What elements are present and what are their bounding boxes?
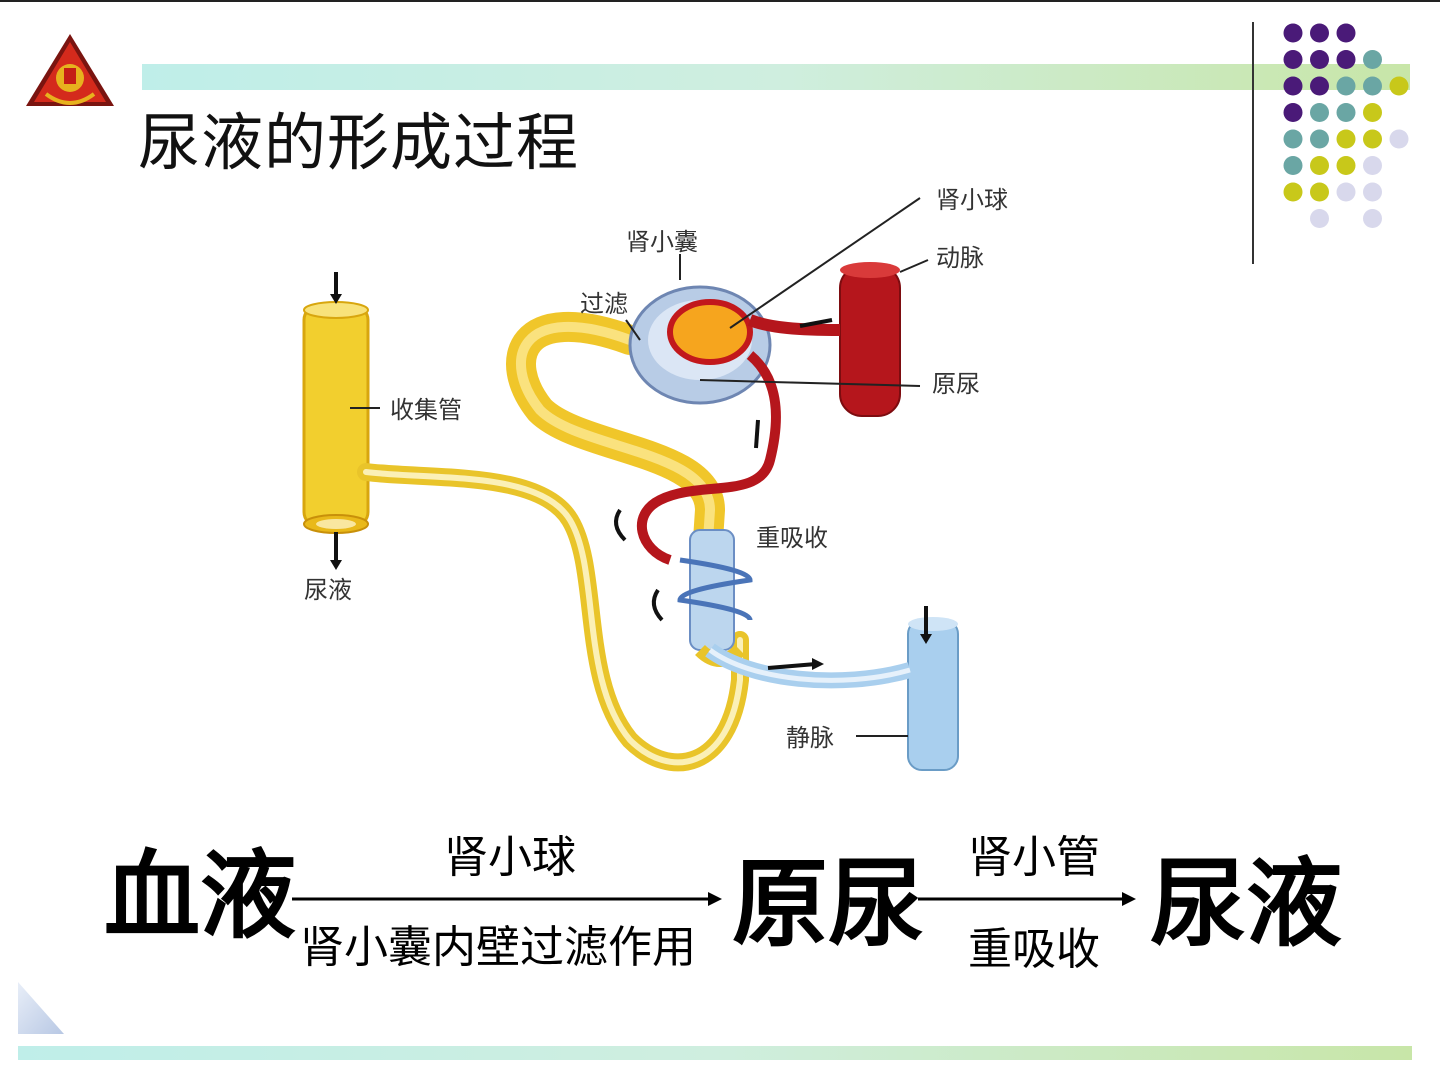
decoration-dot [1310, 103, 1329, 122]
decoration-dot [1283, 76, 1303, 96]
decoration-dot [1310, 50, 1329, 69]
top-border-line [0, 0, 1440, 2]
decoration-dot [1310, 182, 1329, 202]
decoration-dot [1283, 103, 1303, 122]
decoration-dot [1363, 129, 1382, 149]
decoration-dot [1363, 76, 1382, 96]
flow-step2-top: 肾小管 [968, 832, 1100, 883]
artery-shape [839, 265, 901, 417]
label-filtration: 过滤 [580, 290, 628, 318]
label-capsule: 肾小囊 [626, 228, 698, 256]
label-collecting-duct: 收集管 [390, 396, 462, 424]
label-glomerulus: 肾小球 [936, 186, 1008, 214]
label-artery: 动脉 [936, 244, 984, 272]
flow-urine: 尿液 [1150, 848, 1342, 960]
decoration-dot [1283, 156, 1303, 175]
decoration-dot [1363, 156, 1382, 175]
decoration-dot [1310, 129, 1329, 149]
flow-blood: 血液 [104, 840, 296, 952]
decoration-dot [1336, 50, 1356, 69]
decoration-dot [1363, 209, 1382, 228]
decoration-dot [1336, 156, 1356, 175]
decoration-dot [1336, 23, 1356, 43]
decoration-dot [1336, 76, 1356, 96]
nephron-diagram: 肾小球 肾小囊 动脉 过滤 原尿 收集管 重吸收 尿液 静脉 [302, 186, 1008, 772]
label-urine: 尿液 [304, 576, 352, 604]
decoration-dot [1389, 129, 1409, 149]
decoration-dot [1283, 182, 1303, 202]
flow-step2-bottom: 重吸收 [968, 924, 1100, 975]
decoration-dot [1336, 182, 1356, 202]
decoration-dot [1283, 129, 1303, 149]
label-vein: 静脉 [786, 724, 834, 752]
label-primary-urine: 原尿 [932, 370, 980, 398]
decoration-dot [1389, 76, 1409, 96]
triangle-decoration-icon [18, 982, 64, 1034]
flow-arrow-2 [918, 892, 1136, 906]
decoration-dot [1310, 23, 1329, 43]
bottom-decoration-band [18, 1046, 1412, 1060]
decoration-dot [1310, 156, 1329, 175]
decoration-dot [1336, 103, 1356, 122]
decoration-dot [1363, 103, 1382, 122]
flow-arrow-1 [292, 892, 722, 906]
flow-step1-top: 肾小球 [444, 832, 576, 883]
decoration-dot [1363, 50, 1382, 69]
decoration-dot [1310, 76, 1329, 96]
slide-title: 尿液的形成过程 [138, 106, 580, 179]
label-reabsorption: 重吸收 [756, 524, 828, 552]
decoration-dot [1283, 50, 1303, 69]
dot-grid-decoration [1283, 23, 1409, 228]
decoration-dot [1363, 182, 1382, 202]
decoration-dot [1283, 23, 1303, 43]
collecting-duct-shape [302, 304, 370, 528]
title-decoration-band [142, 64, 1410, 90]
flow-primary-urine: 原尿 [732, 848, 924, 960]
decorative-vertical-line [1252, 22, 1254, 264]
vein-shape [907, 619, 959, 771]
decoration-dot [1310, 209, 1329, 228]
decoration-dot [1336, 129, 1356, 149]
school-emblem-icon [26, 34, 114, 106]
glomerulus-shape [667, 299, 753, 365]
flow-step1-bottom: 肾小囊内壁过滤作用 [300, 922, 696, 973]
